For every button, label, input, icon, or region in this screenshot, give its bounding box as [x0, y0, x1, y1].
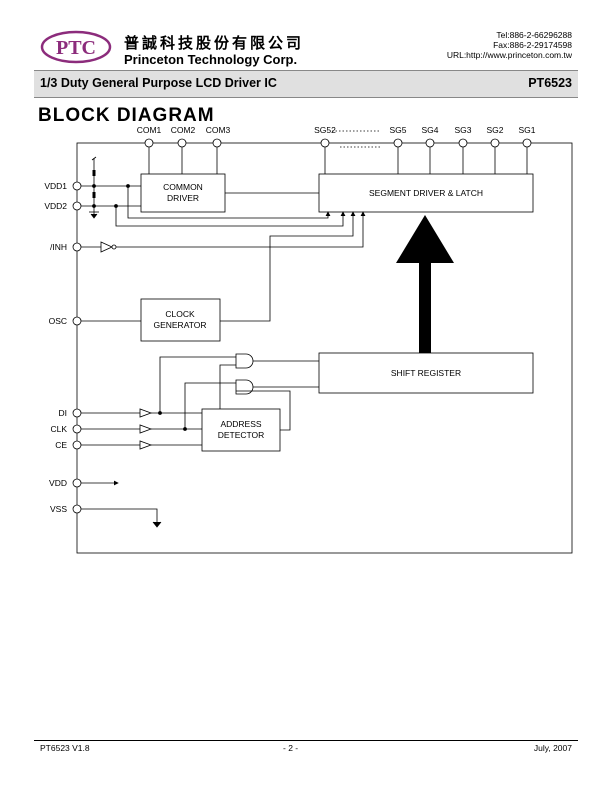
part-number: PT6523 [528, 76, 572, 90]
sg2-label: SG2 [486, 125, 503, 135]
ce-label: CE [55, 440, 67, 450]
sg2-pin [490, 138, 500, 148]
com3-label: COM3 [206, 125, 231, 135]
sg4-label: SG4 [421, 125, 438, 135]
title-bar [34, 70, 578, 98]
inh-label: /INH [50, 242, 67, 252]
com2-pin [177, 138, 187, 148]
vdd-label: VDD [49, 478, 67, 488]
osc-pin [72, 316, 82, 326]
inh-pin [72, 242, 82, 252]
com3-pin [212, 138, 222, 148]
ce-buffer [139, 440, 153, 450]
sg1-pin [522, 138, 532, 148]
inh-inverter [100, 241, 113, 253]
shift-register-label: SHIFT REGISTER [391, 368, 461, 378]
ptc-logo: PTC [40, 30, 112, 64]
company-english-name: Princeton Technology Corp. [124, 52, 298, 67]
contact-fax: Fax:886-2-29174598 [493, 40, 572, 50]
data-flow-arrow-shaft [419, 262, 431, 353]
osc-label: OSC [49, 316, 67, 326]
di-pin [72, 408, 82, 418]
segment-driver-label: SEGMENT DRIVER & LATCH [369, 188, 483, 198]
vdd1-label: VDD1 [44, 181, 67, 191]
data-flow-arrowhead [396, 215, 454, 263]
address-detector-label-2: DETECTOR [218, 430, 265, 440]
sg4-pin [425, 138, 435, 148]
footer-date: July, 2007 [533, 743, 572, 753]
vdd-pin [72, 478, 82, 488]
sg3-label: SG3 [454, 125, 471, 135]
sg52-label: SG52 [314, 125, 336, 135]
vss-pin [72, 504, 82, 514]
clock-generator-label-1: CLOCK [165, 309, 195, 319]
contact-url: URL:http://www.princeton.com.tw [446, 50, 572, 60]
vss-label: VSS [50, 504, 67, 514]
section-title: BLOCK DIAGRAM [38, 105, 215, 126]
footer-version: PT6523 V1.8 [40, 743, 90, 753]
vdd2-pin [72, 201, 82, 211]
di-buffer [139, 408, 153, 418]
seg-pins [320, 138, 532, 148]
sg5-pin [393, 138, 403, 148]
document-title: 1/3 Duty General Purpose LCD Driver IC [40, 76, 277, 90]
common-driver-label-2: DRIVER [167, 193, 199, 203]
and-gate-2 [235, 379, 254, 395]
com2-label: COM2 [171, 125, 196, 135]
contact-tel: Tel:886-2-66296288 [496, 30, 572, 40]
left-pins [72, 181, 82, 514]
com1-pin [144, 138, 154, 148]
sg3-pin [458, 138, 468, 148]
common-driver-label-1: COMMON [163, 182, 203, 192]
company-chinese-name: 普誠科技股份有限公司 [124, 35, 305, 52]
footer-page-number: - 2 - [283, 743, 299, 753]
sg52-pin [320, 138, 330, 148]
clock-generator-block [140, 298, 221, 342]
sg5-label: SG5 [389, 125, 406, 135]
chip-outline [76, 142, 573, 554]
vdd1-pin [72, 181, 82, 191]
address-detector-label-1: ADDRESS [220, 419, 261, 429]
di-label: DI [59, 408, 68, 418]
ce-pin [72, 440, 82, 450]
clk-buffer [139, 424, 153, 434]
logo-text: PTC [56, 37, 96, 59]
clk-pin [72, 424, 82, 434]
com1-label: COM1 [137, 125, 162, 135]
vdd2-label: VDD2 [44, 201, 67, 211]
clock-generator-label-2: GENERATOR [153, 320, 206, 330]
and-gate-1 [235, 353, 254, 369]
sg1-label: SG1 [518, 125, 535, 135]
clk-label: CLK [50, 424, 67, 434]
footer-rule [34, 740, 578, 741]
